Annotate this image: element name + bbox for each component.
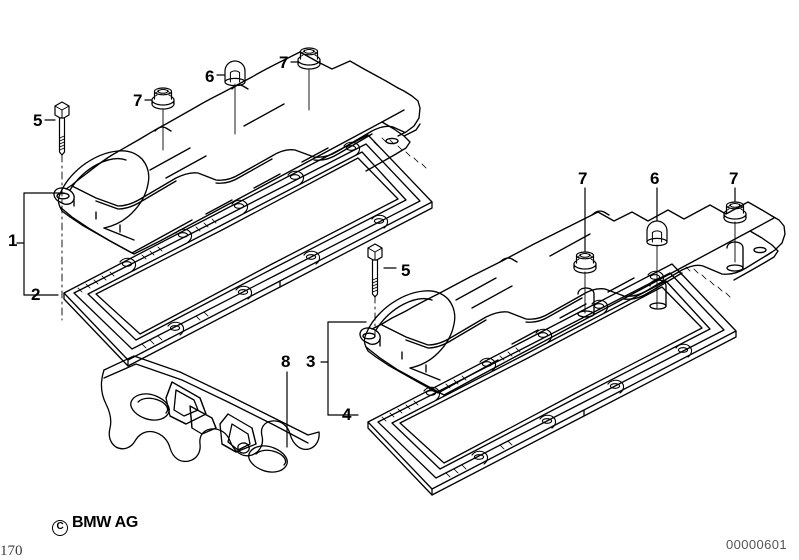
callout-5-left[interactable]: 5 bbox=[33, 111, 43, 130]
callout-8-baffle[interactable]: 8 bbox=[281, 352, 291, 371]
bracket-line-1 bbox=[16, 192, 65, 296]
diagram-part-number: 00000601 bbox=[726, 537, 788, 552]
copyright-icon: C bbox=[52, 520, 68, 536]
cylinder-head-cover-right bbox=[359, 201, 786, 396]
gasket-right bbox=[367, 263, 737, 496]
callout-6-right[interactable]: 6 bbox=[650, 169, 660, 188]
flange-nut-right-a bbox=[573, 251, 597, 274]
bracket-line-3 bbox=[320, 321, 367, 416]
callout-7-top[interactable]: 7 bbox=[279, 53, 289, 72]
callout-5-right[interactable]: 5 bbox=[401, 261, 411, 280]
callout-4-gasket[interactable]: 4 bbox=[342, 405, 352, 424]
gasket-left bbox=[63, 134, 433, 367]
cap-nut-right bbox=[646, 220, 668, 247]
callout-7-right-b[interactable]: 7 bbox=[729, 169, 739, 188]
callout-3-assembly[interactable]: 3 bbox=[306, 352, 316, 371]
callout-7-left[interactable]: 7 bbox=[133, 91, 143, 110]
hex-bolt-left bbox=[54, 101, 70, 156]
baffle-plate bbox=[100, 355, 320, 473]
callout-7-right-a[interactable]: 7 bbox=[578, 169, 588, 188]
hex-bolt-right bbox=[367, 243, 383, 298]
callout-2-gasket[interactable]: 2 bbox=[31, 285, 41, 304]
callout-1-assembly[interactable]: 1 bbox=[8, 231, 18, 250]
callout-6-top[interactable]: 6 bbox=[205, 67, 215, 86]
flange-nut-left bbox=[151, 87, 175, 110]
page-number: 170 bbox=[0, 543, 23, 559]
copyright-text: BMW AG bbox=[72, 514, 139, 531]
flange-nut-top bbox=[297, 47, 321, 70]
